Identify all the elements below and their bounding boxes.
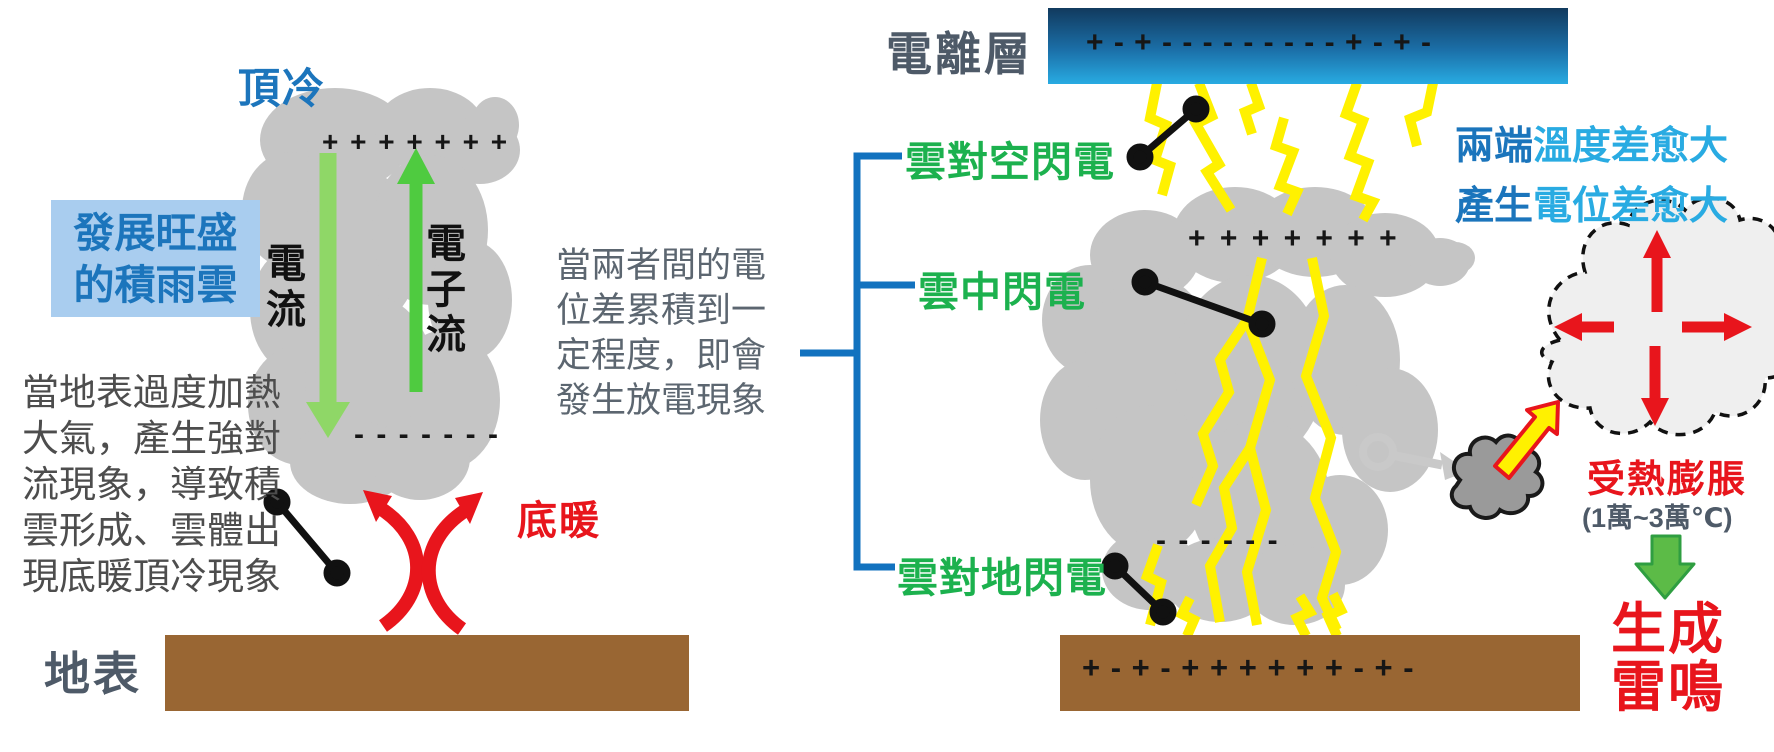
desc-line: 位差累積到一 (556, 291, 767, 330)
lightning-types-bracket (800, 152, 915, 571)
desc-line: 當地表過度加熱 (22, 372, 281, 413)
temp-note-strong: 兩端 (1455, 125, 1534, 168)
left-ground-bar (165, 635, 689, 711)
current-label: 電流 (266, 242, 306, 332)
temp-note-rest: 電位差愈大 (1533, 185, 1729, 228)
thunder-generation-label: 生成 雷鳴 (1598, 600, 1738, 716)
temp-note-strong: 產生 (1455, 185, 1534, 228)
right-cloud-bottom-charges: - - - - - - (1156, 524, 1280, 557)
caption-line2: 的積雨雲 (73, 261, 238, 308)
desc-line: 大氣，產生強對 (22, 418, 281, 459)
updraft-arrows (363, 490, 483, 635)
temp-note-rest: 溫度差愈大 (1533, 125, 1729, 168)
heated-expansion-label: 受熱膨脹 (1587, 459, 1748, 501)
temperature-difference-note: 兩端溫度差愈大 產生電位差愈大 (1455, 115, 1728, 231)
desc-line: 雲形成、雲體出 (22, 510, 281, 551)
expanding-air-cloud (1540, 196, 1774, 437)
ionosphere-charges: + - + - - - - - - - - - + - + - (1086, 26, 1432, 59)
expansion-arrows (1554, 230, 1752, 426)
thunder-flow-arrow (1634, 534, 1696, 600)
callout-lines (263, 95, 1276, 626)
desc-line: 流現象，導致積 (22, 464, 281, 505)
left-cloud-top-charges: + + + + + + + (322, 126, 510, 157)
expansion-burst-arrow (1493, 400, 1560, 480)
bottom-warm-label: 底暖 (517, 499, 601, 543)
desc-line: 當兩者間的電 (556, 246, 767, 285)
ground-charges: + - + - + + + + + + - + - (1082, 650, 1415, 685)
right-ground-bar (1060, 635, 1580, 711)
ionosphere-bar (1048, 8, 1568, 84)
ionosphere-label: 電離層 (886, 28, 1033, 80)
heated-channel-pointer (1359, 433, 1468, 480)
ground-surface-label: 地表 (44, 648, 142, 700)
right-cloud-top-charges: + + + + + + + (1188, 222, 1400, 255)
desc-line: 定程度，即會 (556, 336, 767, 375)
temperature-range: (1萬~3萬℃) (1582, 503, 1733, 533)
discharge-description: 當兩者間的電 位差累積到一 定程度，即會 發生放電現象 (556, 243, 766, 423)
desc-line: 現底暖頂冷現象 (22, 556, 281, 597)
surface-heating-description: 當地表過度加熱 大氣，產生強對 流現象，導致積 雲形成、雲體出 現底暖頂冷現象 (22, 370, 281, 600)
left-cloud-bottom-charges: - - - - - - - (354, 418, 500, 451)
current-down-arrow (306, 153, 350, 438)
desc-line: 發生放電現象 (556, 381, 767, 420)
thunder-line: 雷鳴 (1610, 656, 1725, 718)
caption-line1: 發展旺盛 (73, 209, 238, 256)
cloud-to-air-lightning-label: 雲對空閃電 (905, 139, 1115, 185)
cumulonimbus-caption-box: 發展旺盛 的積雨雲 (51, 200, 260, 317)
top-cold-label: 頂冷 (238, 65, 327, 112)
intra-cloud-lightning-label: 雲中閃電 (918, 269, 1086, 315)
cloud-to-ground-lightning-label: 雲對地閃電 (897, 555, 1107, 601)
electron-flow-label: 電子流 (426, 222, 466, 358)
air-puff (1449, 433, 1545, 520)
thunder-line: 生成 (1610, 598, 1725, 660)
